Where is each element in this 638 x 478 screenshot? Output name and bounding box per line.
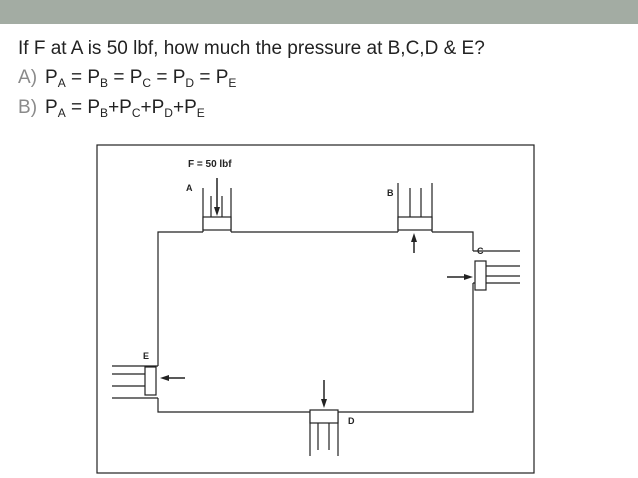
cylinder-e — [112, 365, 158, 399]
expression-text: = P — [65, 67, 101, 88]
piston-d — [309, 409, 339, 424]
pressure-subscript: E — [196, 106, 205, 120]
pressure-subscript: E — [228, 76, 237, 90]
diagram-frame — [96, 144, 535, 474]
option-expression: PA = PB+PC+PD+PE — [45, 97, 205, 120]
force-label: F = 50 lbf — [188, 159, 232, 170]
expression-text: P — [45, 97, 58, 118]
expression-text: +P — [172, 97, 197, 118]
expression-text: = P — [151, 67, 186, 88]
option-letter: B — [18, 97, 31, 118]
top-bar — [0, 0, 638, 24]
option-separator: ) — [30, 67, 38, 88]
piston-a — [202, 216, 232, 231]
label-e: E — [143, 351, 149, 361]
label-a: A — [186, 183, 193, 193]
piston-b — [397, 216, 433, 231]
piston-e — [144, 366, 157, 396]
option-a: A)PA = PB = PC = PD = PE — [18, 67, 236, 89]
force-arrow-c — [447, 274, 473, 280]
pressure-subscript: D — [185, 76, 195, 90]
cylinder-c — [473, 250, 520, 291]
pressure-subscript: A — [57, 76, 66, 90]
expression-text: = P — [108, 67, 143, 88]
pressure-subscript: C — [142, 76, 152, 90]
expression-text: +P — [108, 97, 132, 118]
force-arrow-d — [321, 380, 327, 408]
label-c: C — [477, 246, 484, 256]
pressure-subscript: D — [164, 106, 173, 120]
force-arrow-b — [411, 233, 417, 253]
force-arrow-a — [214, 178, 220, 216]
question-text: If F at A is 50 lbf, how much the pressu… — [18, 38, 485, 59]
pressure-subscript: A — [57, 106, 66, 120]
option-expression: PA = PB = PC = PD = PE — [45, 67, 237, 90]
pressure-subscript: C — [131, 106, 141, 120]
container-outline — [157, 231, 474, 413]
expression-text: = P — [65, 97, 101, 118]
label-d: D — [348, 416, 355, 426]
label-b: B — [387, 188, 394, 198]
expression-text: +P — [140, 97, 165, 118]
pressure-subscript: B — [100, 76, 109, 90]
cylinder-d — [309, 409, 339, 456]
force-arrow-e — [160, 375, 185, 381]
expression-text: P — [45, 67, 58, 88]
expression-text: = P — [194, 67, 229, 88]
piston-c — [474, 260, 487, 291]
pressure-subscript: B — [100, 106, 109, 120]
cylinder-b — [397, 183, 433, 232]
option-b: B)PA = PB+PC+PD+PE — [18, 97, 205, 119]
option-letter: A — [18, 67, 31, 88]
cylinder-a — [202, 188, 232, 232]
option-separator: ) — [30, 97, 38, 118]
